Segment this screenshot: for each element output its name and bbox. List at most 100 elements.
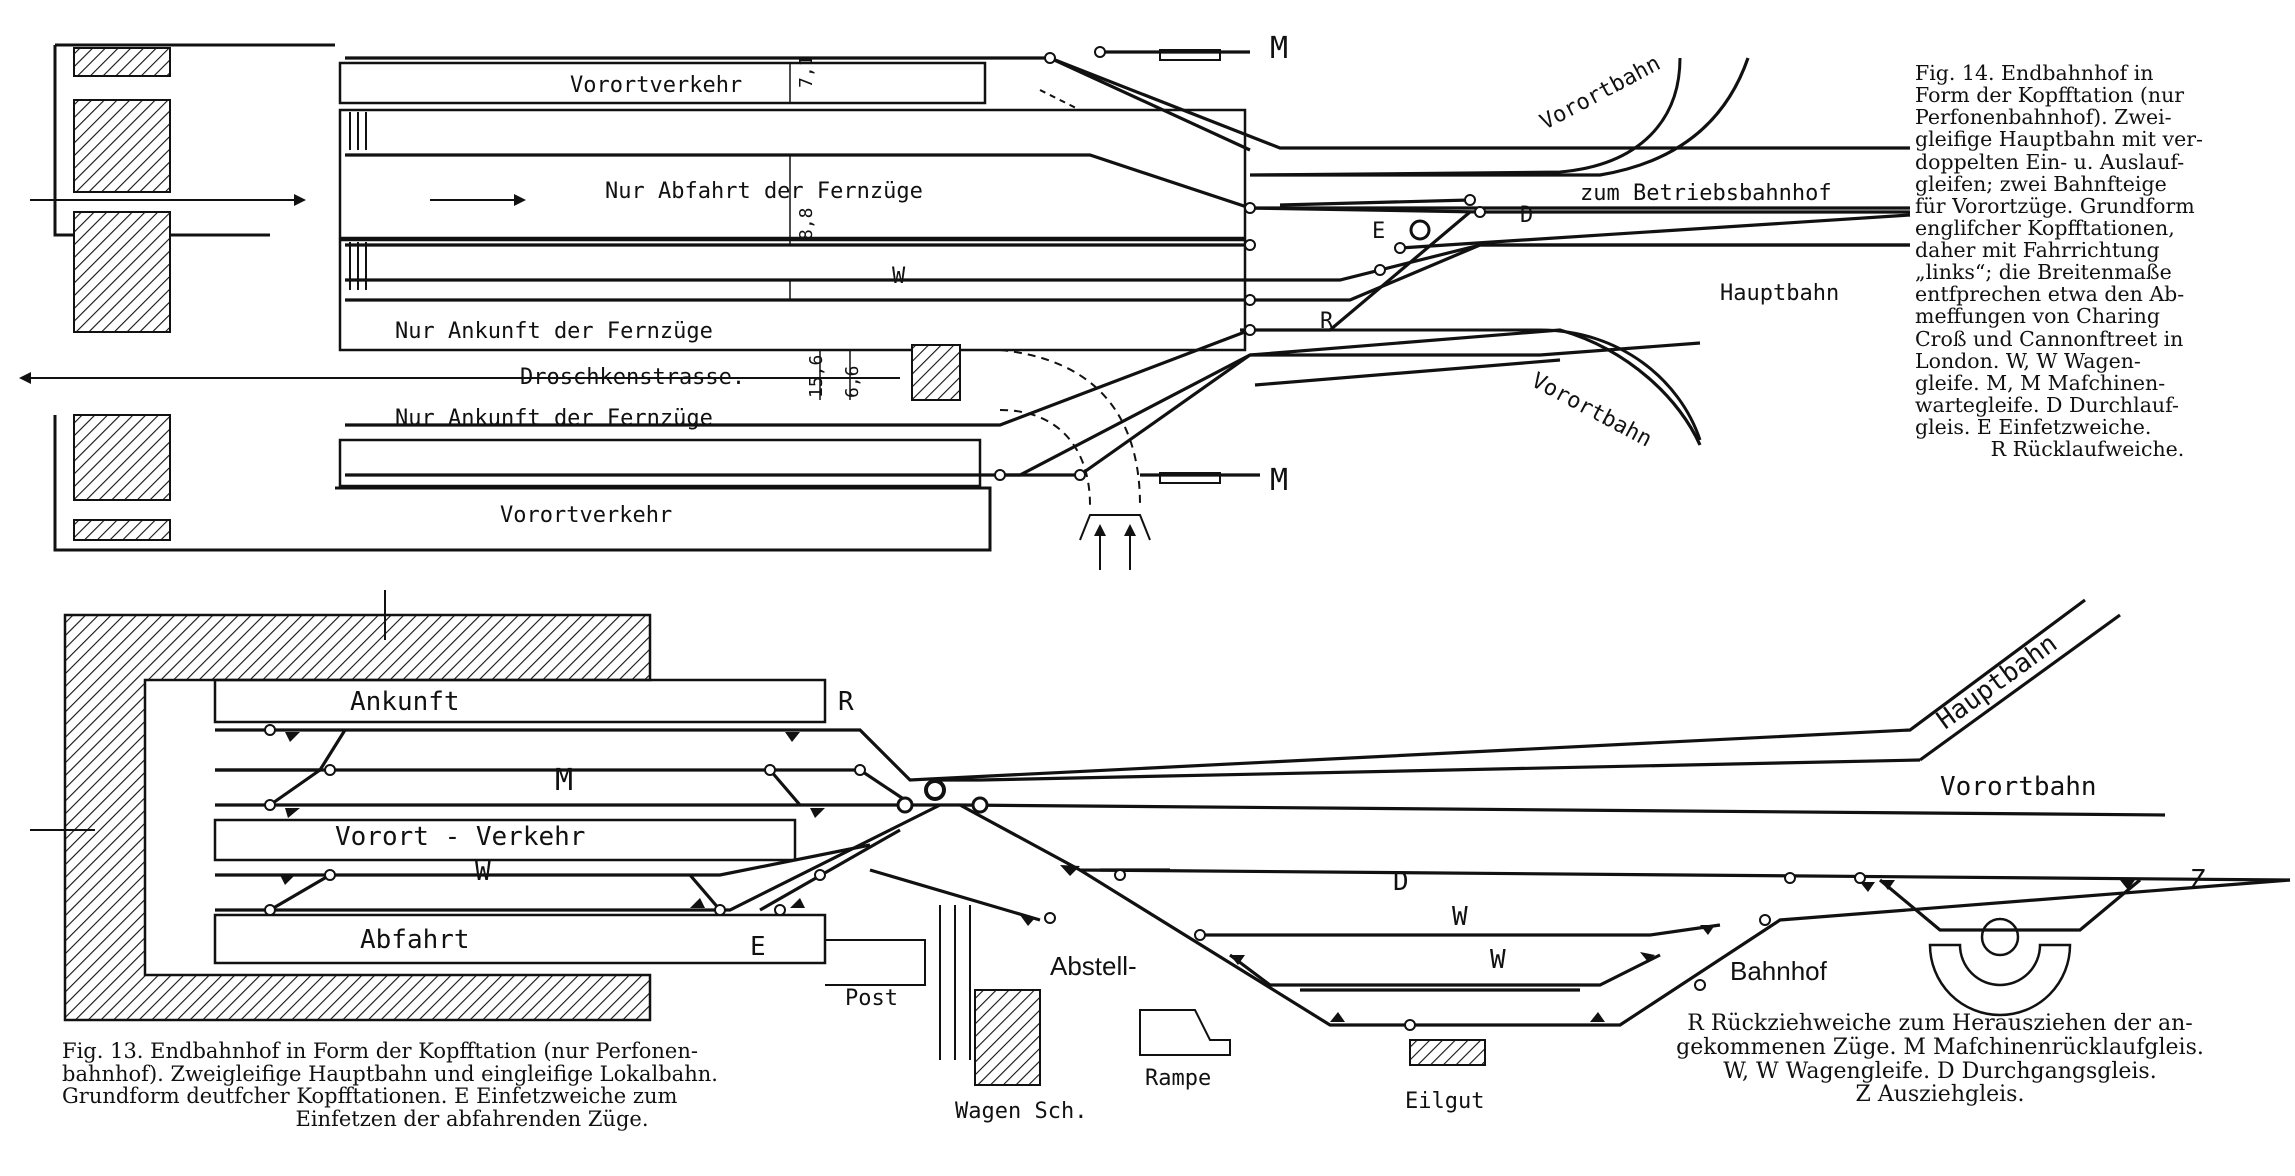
caption-line: englifcher Kopfftationen, [1915,215,2175,240]
wagen-schuppen [974,989,1041,1086]
track [345,328,1251,427]
legend-line: R Rückziehweiche zum Herausziehen der an… [1687,1011,2193,1036]
label-hauptbahn-13: Hauptbahn [1931,629,2063,736]
caption-line: entfprechen etwa den Ab- [1915,282,2185,307]
label-nur-abfahrt: Nur Abfahrt der Fernzüge [605,179,923,204]
rampe-outline [1139,1009,1231,1056]
label-m-13: M [555,763,573,798]
label-vorort-top: Vorortverkehr [570,73,742,98]
track [215,803,941,912]
legend-line: W, W Wagengleife. D Durchgangsgleis. [1723,1058,2157,1084]
track [1200,923,1721,937]
engine-stand-top [1159,49,1221,61]
label-abstell: Abstell- [1050,951,1137,981]
caption-line: Perfonenbahnhof). Zwei- [1915,105,2172,130]
label-wagen-sch: Wagen Sch. [955,1099,1087,1124]
track [1919,613,2121,762]
label-dim-88: 8,8 [796,207,817,240]
caption-line: Grundform deutfcher Kopfftationen. E Ein… [62,1084,678,1109]
cab-stand [911,344,961,401]
engine-stand-bottom [1159,472,1221,484]
label-abfahrt: Abfahrt [360,925,470,955]
label-w: W [892,264,906,289]
track [269,873,331,912]
track [768,768,802,807]
track [930,758,1921,782]
station-outline-bottom [53,415,992,552]
track [1878,878,2142,932]
caption-line: gleife. M, M Mafchinen- [1915,370,2166,395]
label-hauptbahn-14: Hauptbahn [1720,281,1839,306]
caption-line: meffungen von Charing [1915,304,2160,329]
station-building [63,613,652,1022]
caption-line: für Vorortzüge. Grundform [1915,193,2195,218]
track [1079,868,2291,1027]
platform-fern-ankunft [338,238,1247,352]
track [1399,213,1911,250]
label-dim-66: 6,6 [842,365,863,398]
building-block [73,47,171,77]
label-vorort-bottom: Vorortverkehr [500,503,672,528]
label-dim-71: 7,1 [796,55,817,88]
caption-line: gleifen; zwei Bahnfteige [1915,171,2167,196]
label-droschken: Droschkenstrasse. [520,365,745,390]
label-m-bottom: M [1270,463,1288,498]
caption-line: Form der Kopfftation (nur [1915,83,2185,108]
platform-fern-ankunft-2 [338,438,982,488]
platform-vorort-top [338,61,987,105]
platform-vorort [213,818,797,862]
caption-line: R Rücklaufweiche. [1990,437,2185,462]
track [1240,210,1472,332]
figure-13-caption: Fig. 13. Endbahnhof in Form der Kopfftat… [62,1040,882,1131]
figure-13-plan [30,590,2291,1086]
label-betriebsbahnhof: zum Betriebsbahnhof [1580,181,1832,206]
label-d-14: D [1520,203,1533,228]
track [215,803,2166,817]
building-block [73,414,171,501]
track [1249,206,1481,214]
label-e-14: E [1372,219,1385,244]
track [1250,57,1750,177]
label-rampe: Rampe [1145,1066,1211,1091]
caption-line: „links“; die Breitenmaße [1915,260,2172,285]
vorortbahn-arc-bottom [1250,328,1702,441]
track [269,768,321,807]
track [345,153,1910,210]
eilgut-building [1409,1039,1486,1066]
vorortbahn-arc-top [1249,57,1682,177]
station-outline-top [53,45,270,237]
label-vorortbahn-bottom: Vorortbahn [1527,368,1656,452]
label-nur-ankunft-1: Nur Ankunft der Fernzüge [395,319,713,344]
track [1254,358,1561,387]
track [215,843,871,877]
label-r-14: R [1320,309,1334,334]
track [759,828,901,912]
legend-line: gekommenen Züge. M Mafchinenrücklaufglei… [1676,1034,2204,1060]
figure-13-legend: R Rückziehweiche zum Herausziehen der an… [1620,1012,2260,1107]
track [1229,953,1661,987]
caption-line: London. W, W Wagen- [1915,348,2141,373]
label-z: Z [2190,865,2206,895]
track [869,868,1041,922]
label-w2-13: W [1490,945,1506,975]
label-vorort-verkehr: Vorort - Verkehr [335,822,585,852]
label-e-13: E [750,932,766,962]
label-post: Post [845,986,898,1011]
caption-line: Croß und Cannonftreet in [1915,326,2184,351]
label-vorortbahn-13: Vorortbahn [1940,772,2097,802]
track [345,243,1481,282]
caption-line: wartegleife. D Durchlauf- [1915,392,2179,417]
label-ankunft: Ankunft [350,687,460,717]
caption-line: Fig. 14. Endbahnhof in [1915,61,2154,85]
label-bahnhof: Bahnhof [1730,956,1828,986]
caption-line: Einfetzen der abfahrenden Züge. [295,1107,649,1132]
caption-line: daher mit Fahrrichtung [1915,238,2160,262]
building-block [73,99,171,193]
track [215,598,2086,782]
track [215,729,347,772]
label-w-left: W [475,857,491,887]
label-dim-156: 15,6 [806,355,827,398]
caption-line: doppelten Ein- u. Auslauf- [1915,149,2185,174]
building-block [73,211,171,333]
label-nur-ankunft-2: Nur Ankunft der Fernzüge [395,406,713,431]
